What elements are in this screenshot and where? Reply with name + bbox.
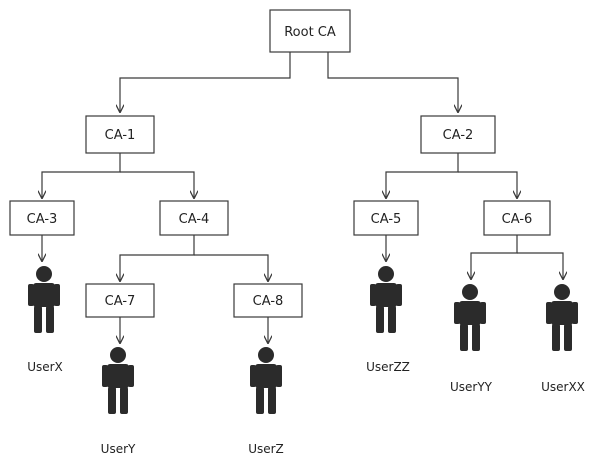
user-useryy: UserYY [450, 284, 493, 394]
node-root-ca: Root CA [269, 9, 351, 53]
user-userz-label: UserZ [248, 442, 284, 456]
edge-ca6-useryy [471, 235, 518, 279]
edge-ca2-ca5 [386, 153, 459, 198]
node-ca8: CA-8 [233, 283, 303, 318]
node-ca7: CA-7 [85, 283, 155, 318]
user-userz: UserZ [248, 347, 284, 456]
node-root-ca-label: Root CA [284, 25, 336, 40]
node-ca5: CA-5 [353, 200, 419, 236]
edges [42, 52, 563, 343]
person-icon [250, 347, 282, 414]
edge-root-ca2 [327, 52, 458, 112]
person-icon [102, 347, 134, 414]
edge-ca1-ca4 [120, 171, 194, 198]
edge-ca1-ca3 [42, 153, 121, 198]
user-userxx: UserXX [541, 284, 585, 394]
node-ca2: CA-2 [420, 115, 496, 154]
edge-ca2-ca6 [458, 171, 517, 198]
edge-ca6-userxx [517, 252, 563, 279]
person-icon [546, 284, 578, 351]
node-ca2-label: CA-2 [443, 128, 474, 143]
node-ca3: CA-3 [9, 200, 75, 236]
user-usery-label: UserY [101, 442, 136, 456]
user-userxx-label: UserXX [541, 380, 585, 394]
edge-root-ca1 [120, 52, 291, 112]
node-ca6-label: CA-6 [502, 212, 533, 227]
user-usery: UserY [101, 347, 136, 456]
user-useryy-label: UserYY [450, 380, 493, 394]
user-userzz-label: UserZZ [366, 360, 410, 374]
node-ca3-label: CA-3 [27, 212, 58, 227]
user-userx-label: UserX [27, 360, 63, 374]
person-icon [370, 266, 402, 333]
node-ca4-label: CA-4 [179, 212, 210, 227]
node-ca6: CA-6 [483, 200, 551, 236]
node-ca7-label: CA-7 [105, 294, 136, 309]
person-icon [28, 266, 60, 333]
node-ca5-label: CA-5 [371, 212, 402, 227]
node-ca8-label: CA-8 [253, 294, 284, 309]
user-userzz: UserZZ [366, 266, 410, 374]
node-ca4: CA-4 [159, 200, 229, 236]
person-icon [454, 284, 486, 351]
edge-ca4-ca7 [120, 235, 195, 281]
edge-ca4-ca8 [194, 254, 268, 281]
node-ca1-label: CA-1 [105, 128, 136, 143]
user-userx: UserX [27, 266, 63, 374]
node-ca1: CA-1 [85, 115, 155, 154]
